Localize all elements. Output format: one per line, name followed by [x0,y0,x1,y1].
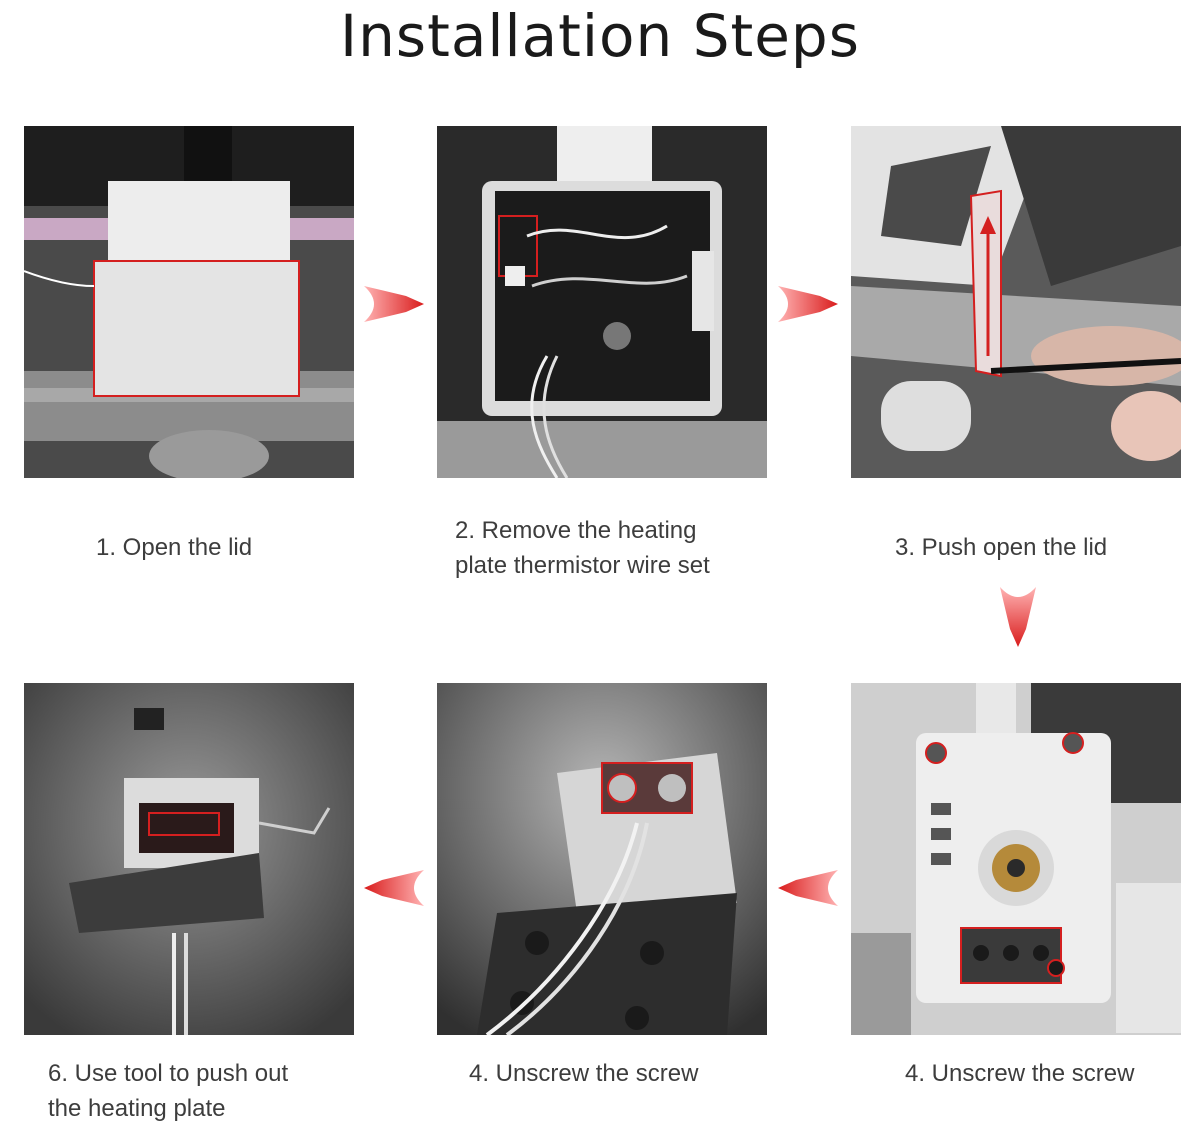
step-2-caption: 2. Remove the heating plate thermistor w… [455,517,710,579]
red-arrow-icon [776,866,840,910]
step-4-photo [851,683,1181,1035]
step-2-photo [437,126,767,478]
step-3-photo [851,126,1181,478]
red-arrow-icon [776,282,840,326]
step-1-photo [24,126,354,478]
step-5-photo [437,683,767,1035]
red-arrow-icon [362,282,426,326]
step-4-caption: 4. Unscrew the screw [905,1060,1135,1087]
red-arrow-icon [362,866,426,910]
step-6-photo [24,683,354,1035]
step-5-caption: 4. Unscrew the screw [469,1060,699,1087]
step-6-caption: 6. Use tool to push out the heating plat… [48,1060,289,1122]
step-1-caption: 1. Open the lid [96,534,253,561]
red-arrow-icon [996,585,1040,649]
page-title: Installation Steps [340,2,860,70]
step-3-caption: 3. Push open the lid [895,534,1108,561]
